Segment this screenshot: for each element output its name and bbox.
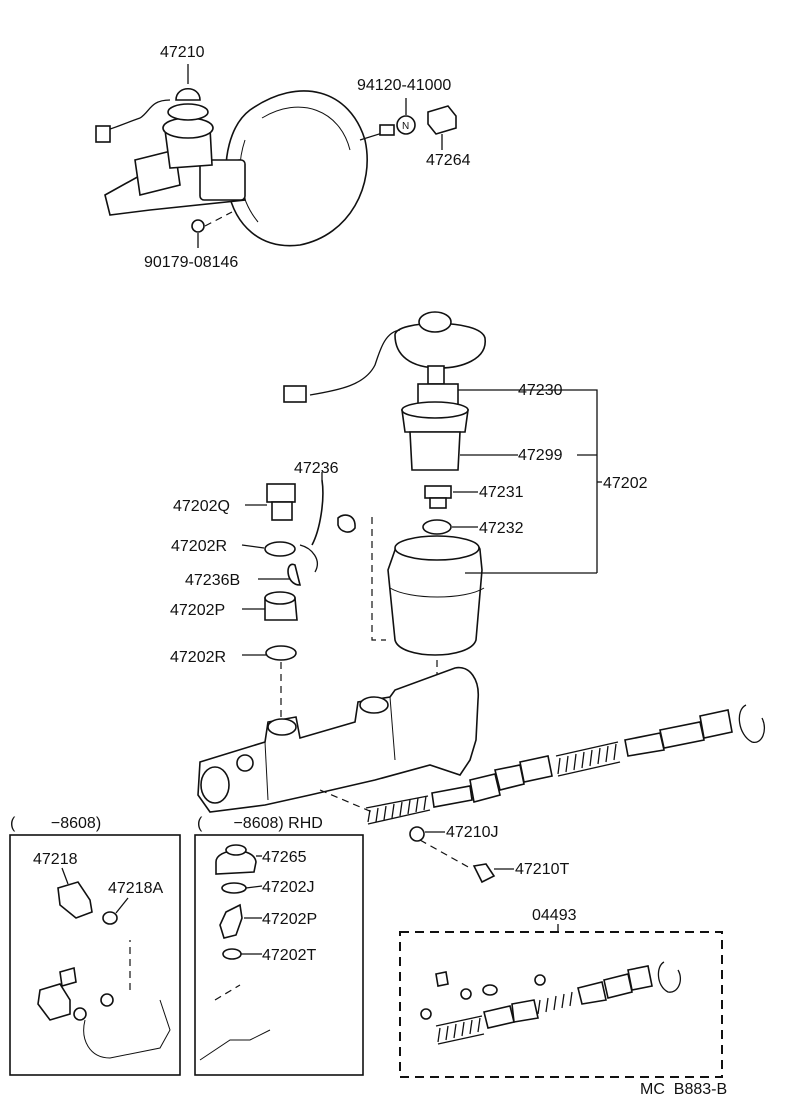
svg-text:N: N [402, 121, 409, 132]
label-47236: 47236 [294, 460, 339, 477]
inset-box-8608 [9, 834, 181, 1076]
label-47202: 47202 [603, 475, 648, 492]
label-47202P: 47202P [170, 602, 225, 619]
label-90179-08146: 90179-08146 [144, 254, 238, 271]
label-47210J: 47210J [446, 824, 499, 841]
box2-label-47202J: 47202J [262, 879, 315, 896]
label-47202R-lower: 47202R [170, 649, 226, 666]
box1-illustration [37, 867, 171, 1059]
cylinder-body-illustration [197, 666, 766, 884]
box1-label-47218A: 47218A [108, 880, 163, 897]
inset-box-8608-rhd [194, 834, 364, 1076]
box2-range-label: ( −8608) RHD [197, 815, 323, 832]
label-94120-41000: 94120-41000 [357, 77, 451, 94]
label-47210: 47210 [160, 44, 205, 61]
label-47210T: 47210T [515, 861, 569, 878]
label-47230: 47230 [518, 382, 563, 399]
label-47202R-upper: 47202R [171, 538, 227, 555]
top-assembly-illustration: N [95, 64, 457, 248]
box2-label-47202P: 47202P [262, 911, 317, 928]
kit-box-04493 [399, 931, 723, 1078]
box2-label-47202T: 47202T [262, 947, 316, 964]
box1-range-label: ( −8608) [10, 815, 101, 832]
label-47202Q: 47202Q [173, 498, 230, 515]
reservoir-assembly-illustration [241, 311, 602, 718]
kit-illustration [420, 961, 682, 1045]
reference-code: MC B883-B [640, 1081, 727, 1098]
label-47236B: 47236B [185, 572, 240, 589]
label-47232: 47232 [479, 520, 524, 537]
kit-label-04493: 04493 [532, 907, 577, 924]
label-47299: 47299 [518, 447, 563, 464]
box2-label-47265: 47265 [262, 849, 307, 866]
label-47231: 47231 [479, 484, 524, 501]
box2-illustration [199, 844, 271, 1061]
box1-label-47218: 47218 [33, 851, 78, 868]
label-47264: 47264 [426, 152, 471, 169]
